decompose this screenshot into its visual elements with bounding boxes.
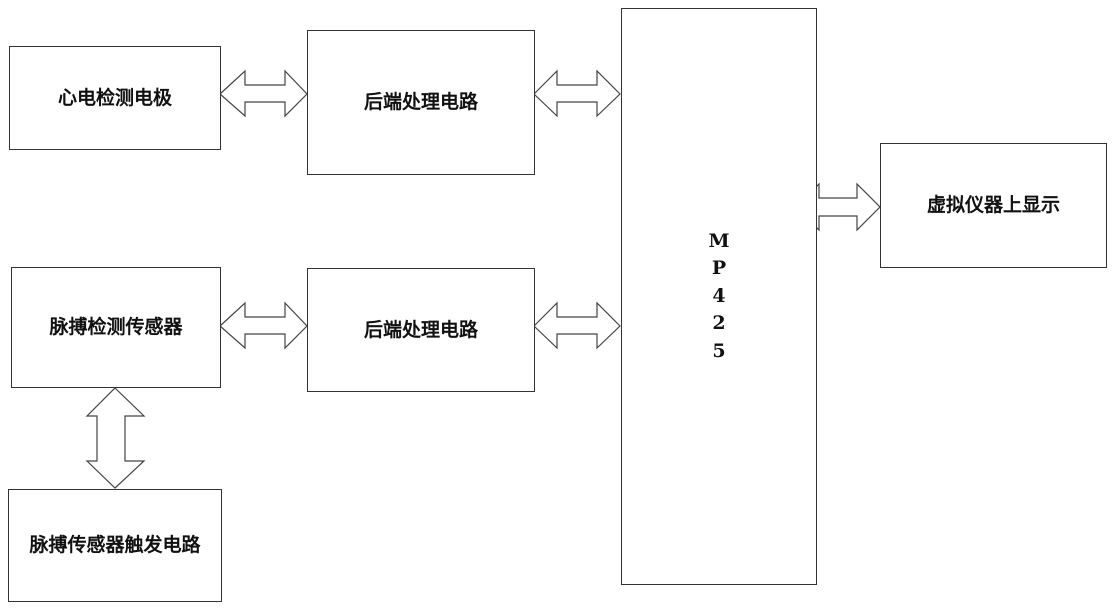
backend-circuit-bottom-block: 后端处理电路: [307, 268, 535, 392]
virtual-instrument-display-label: 虚拟仪器上显示: [926, 194, 1060, 217]
ecg-electrode-label: 心电检测电极: [57, 86, 172, 109]
bidirectional-arrow-sensor-trigger: [85, 387, 146, 489]
bidirectional-arrow-backend-mcu-bottom: [533, 301, 621, 350]
backend-circuit-bottom-label: 后端处理电路: [363, 318, 478, 341]
mp425-char: 4: [712, 284, 726, 307]
bidirectional-arrow-ecg-backend: [219, 69, 308, 118]
virtual-instrument-display-block: 虚拟仪器上显示: [880, 143, 1107, 268]
backend-circuit-top-label: 后端处理电路: [363, 91, 478, 114]
pulse-sensor-label: 脉搏检测传感器: [49, 316, 183, 339]
ecg-electrode-block: 心电检测电极: [9, 46, 221, 150]
mp425-char: P: [711, 257, 727, 280]
mp425-char: M: [708, 229, 730, 252]
mp425-block: M P 4 2 5: [621, 8, 817, 585]
mp425-char: 2: [712, 312, 726, 335]
pulse-trigger-block: 脉搏传感器触发电路: [8, 489, 222, 602]
pulse-trigger-label: 脉搏传感器触发电路: [29, 534, 201, 557]
mp425-char: 5: [712, 339, 726, 362]
pulse-sensor-block: 脉搏检测传感器: [11, 267, 221, 388]
backend-circuit-top-block: 后端处理电路: [307, 30, 535, 175]
bidirectional-arrow-pulse-backend: [219, 301, 308, 350]
bidirectional-arrow-backend-mcu-top: [533, 69, 621, 118]
